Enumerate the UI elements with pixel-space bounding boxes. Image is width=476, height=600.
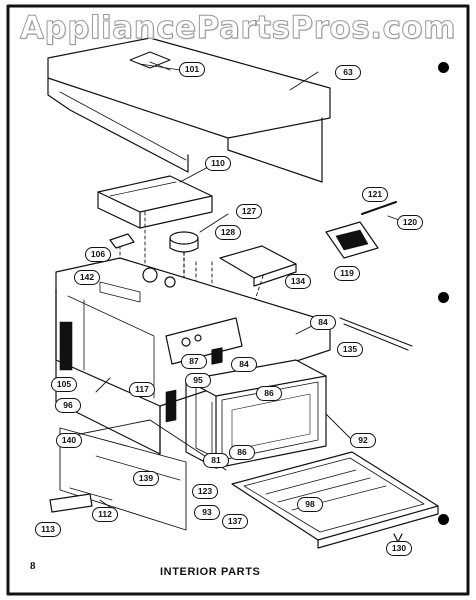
callout-123[interactable]: 123 bbox=[192, 484, 218, 499]
watermark-logo: AppliancePartsPros.com bbox=[20, 10, 456, 47]
page-title: INTERIOR PARTS bbox=[160, 566, 261, 578]
page-border bbox=[6, 4, 470, 596]
callout-127[interactable]: 127 bbox=[236, 204, 262, 219]
callout-128[interactable]: 128 bbox=[215, 225, 241, 240]
callout-119[interactable]: 119 bbox=[334, 266, 360, 281]
callout-105[interactable]: 105 bbox=[51, 377, 77, 392]
binder-hole-icon bbox=[438, 62, 449, 73]
callout-130[interactable]: 130 bbox=[386, 541, 412, 556]
binder-hole-icon bbox=[438, 292, 449, 303]
bottom-plate-part bbox=[59, 419, 227, 531]
callout-142[interactable]: 142 bbox=[74, 270, 100, 285]
callout-95[interactable]: 95 bbox=[185, 373, 211, 388]
binder-hole-icon bbox=[438, 514, 449, 525]
wire-part bbox=[339, 317, 413, 351]
callout-84b[interactable]: 84 bbox=[231, 357, 257, 372]
callout-84[interactable]: 84 bbox=[310, 315, 336, 330]
top-cover-part bbox=[47, 37, 331, 183]
foot-part bbox=[49, 493, 93, 513]
oven-cavity-part bbox=[185, 359, 327, 469]
callout-110[interactable]: 110 bbox=[205, 156, 231, 171]
bracket-134-part bbox=[219, 245, 297, 287]
control-board-part bbox=[325, 201, 397, 259]
bracket-part bbox=[109, 233, 135, 249]
callout-80[interactable]: 86 bbox=[229, 445, 255, 460]
callout-98[interactable]: 98 bbox=[297, 497, 323, 512]
callout-112[interactable]: 112 bbox=[92, 507, 118, 522]
callout-87[interactable]: 87 bbox=[181, 354, 207, 369]
callout-140[interactable]: 140 bbox=[56, 433, 82, 448]
callout-96[interactable]: 96 bbox=[55, 398, 81, 413]
fan-motor-part bbox=[169, 231, 199, 301]
base-tray-part bbox=[231, 451, 439, 549]
callout-120[interactable]: 120 bbox=[397, 215, 423, 230]
callout-137[interactable]: 137 bbox=[222, 514, 248, 529]
callout-86[interactable]: 86 bbox=[256, 386, 282, 401]
callout-139[interactable]: 139 bbox=[133, 471, 159, 486]
callout-135[interactable]: 135 bbox=[337, 342, 363, 357]
control-panel-part bbox=[165, 317, 243, 365]
callout-81[interactable]: 81 bbox=[203, 453, 229, 468]
callout-117[interactable]: 117 bbox=[129, 382, 155, 397]
latch-part bbox=[165, 389, 177, 423]
callout-93[interactable]: 93 bbox=[194, 505, 220, 520]
callout-113[interactable]: 113 bbox=[35, 522, 61, 537]
callout-106[interactable]: 106 bbox=[85, 247, 111, 262]
callout-101[interactable]: 101 bbox=[179, 62, 205, 77]
callout-63[interactable]: 63 bbox=[335, 65, 361, 80]
callout-121[interactable]: 121 bbox=[362, 187, 388, 202]
callout-134[interactable]: 134 bbox=[285, 274, 311, 289]
air-duct-part bbox=[97, 175, 213, 229]
page-number: 8 bbox=[30, 560, 36, 572]
callout-92[interactable]: 92 bbox=[350, 433, 376, 448]
